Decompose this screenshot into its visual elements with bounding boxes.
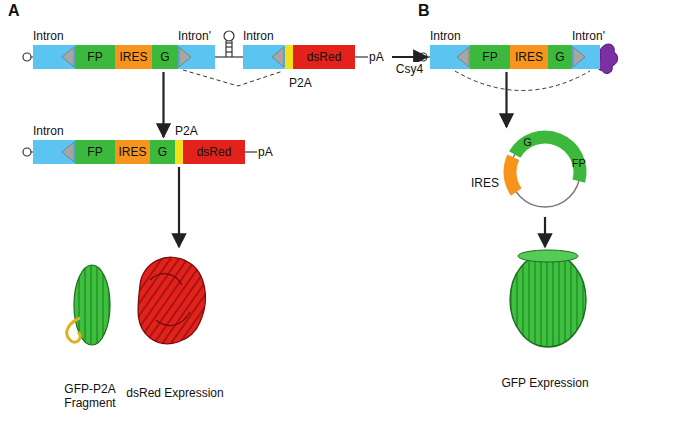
product-label: GFP-P2A Fragment	[55, 382, 125, 410]
p2a-segment: P2A	[285, 45, 293, 69]
intron-segment: Intron	[33, 140, 75, 164]
process-arrow	[392, 56, 427, 58]
intron-segment: Intron'	[178, 45, 215, 69]
intron-label: Intron	[243, 29, 274, 43]
splice-site-triangle	[572, 45, 600, 69]
segment-label: dsRed	[197, 145, 232, 159]
segment-label: G	[160, 50, 169, 64]
gene-segment: IRES	[115, 140, 150, 164]
edge-label: Csy4	[395, 62, 424, 76]
splice-site-triangle	[33, 45, 75, 69]
intron-label: Intron'	[572, 29, 605, 43]
gene-segment: dsRed	[183, 140, 245, 164]
splice-site-triangle	[178, 45, 215, 69]
product-label: GFP Expression	[490, 376, 600, 390]
intron-label: Intron	[430, 29, 461, 43]
gene-segment: FP	[75, 45, 115, 69]
circular-rna: GFPIRES	[503, 130, 587, 214]
segment-label: G	[555, 50, 564, 64]
segment-label: G	[158, 145, 167, 159]
gene-segment: FP	[75, 140, 115, 164]
gene-segment: G	[150, 140, 175, 164]
segment-label: IRES	[119, 50, 147, 64]
ring-label: G	[523, 135, 532, 149]
panel-letter: B	[418, 4, 430, 18]
intron-segment: Intron'	[572, 45, 600, 69]
polya-tag: pA	[369, 50, 389, 64]
gene-segment: G	[548, 45, 572, 69]
ring-label: FP	[572, 156, 586, 170]
gene-segment: IRES	[115, 45, 152, 69]
gene-segment: FP	[470, 45, 510, 69]
segment-label: FP	[87, 50, 102, 64]
intron-segment: Intron	[33, 45, 75, 69]
process-arrow	[544, 217, 546, 247]
ring-label: IRES	[471, 176, 499, 190]
intron-label: Intron	[33, 124, 64, 138]
segment-label: IRES	[515, 50, 543, 64]
polya-label: pA	[369, 50, 389, 64]
intron-segment: Intron	[430, 45, 470, 69]
segment-label: FP	[87, 145, 102, 159]
protein-product: dsRed Expression	[125, 250, 225, 400]
segment-label: IRES	[118, 145, 146, 159]
splice-site-triangle	[243, 45, 285, 69]
polya-tag: pA	[258, 145, 278, 159]
intron-label: Intron'	[178, 29, 211, 43]
splice-site-triangle	[33, 140, 75, 164]
p2a-segment: P2A	[175, 140, 183, 164]
intron-segment: Intron	[243, 45, 285, 69]
gene-segment: G	[152, 45, 178, 69]
process-arrow	[178, 167, 180, 247]
p2a-label: P2A	[175, 124, 198, 138]
circular-rna-ring	[503, 130, 587, 214]
gene-segment: dsRed	[293, 45, 355, 69]
product-label: dsRed Expression	[125, 386, 225, 400]
process-arrow	[162, 72, 164, 137]
segment-label: FP	[482, 50, 497, 64]
splice-site-triangle	[430, 45, 470, 69]
segment-label: dsRed	[307, 50, 342, 64]
intron-label: Intron	[33, 29, 64, 43]
gene-segment: IRES	[510, 45, 548, 69]
polya-label: pA	[258, 145, 278, 159]
p2a-label: P2A	[289, 76, 312, 90]
panel-letter: A	[8, 4, 20, 18]
protein-product: GFP-P2A Fragment	[55, 250, 125, 410]
process-arrow	[505, 72, 507, 127]
protein-product: GFP Expression	[490, 250, 600, 390]
